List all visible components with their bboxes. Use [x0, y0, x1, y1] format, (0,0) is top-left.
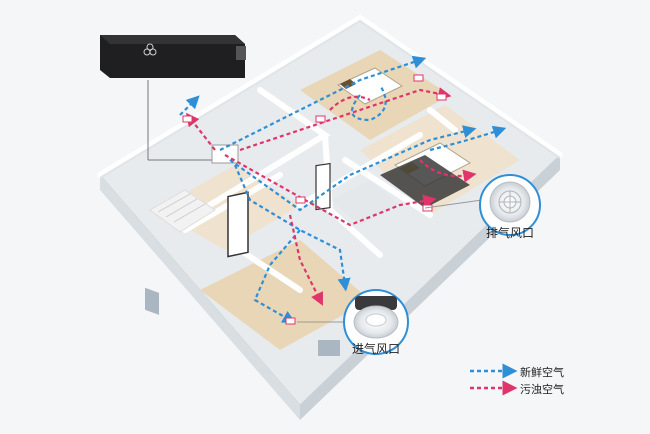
- striped-rug: [380, 155, 470, 208]
- bathroom-floor: [330, 180, 400, 225]
- ventilation-unit: [100, 35, 246, 164]
- legend-swatches: [470, 363, 518, 396]
- legend-stale-air-label: 污浊空气: [520, 383, 564, 396]
- door-hall: [315, 162, 331, 211]
- unit-logo-icon: [143, 43, 157, 56]
- intake-vent-icon: [355, 296, 397, 310]
- exhaust-vent-callout: [424, 174, 541, 236]
- house-shell: [97, 14, 563, 420]
- legend-fresh-air-label: 新鲜空气: [520, 366, 564, 379]
- fresh-air-paths: [179, 55, 507, 324]
- staircase: [149, 189, 216, 233]
- stale-air-paths: [185, 87, 477, 306]
- window-front: [318, 340, 340, 356]
- window-left: [145, 287, 159, 315]
- intake-vent-callout: [297, 289, 409, 355]
- intake-vent-label: 进气风口: [352, 342, 401, 356]
- door-left: [227, 191, 249, 258]
- exhaust-vent-label: 排气风口: [486, 226, 535, 240]
